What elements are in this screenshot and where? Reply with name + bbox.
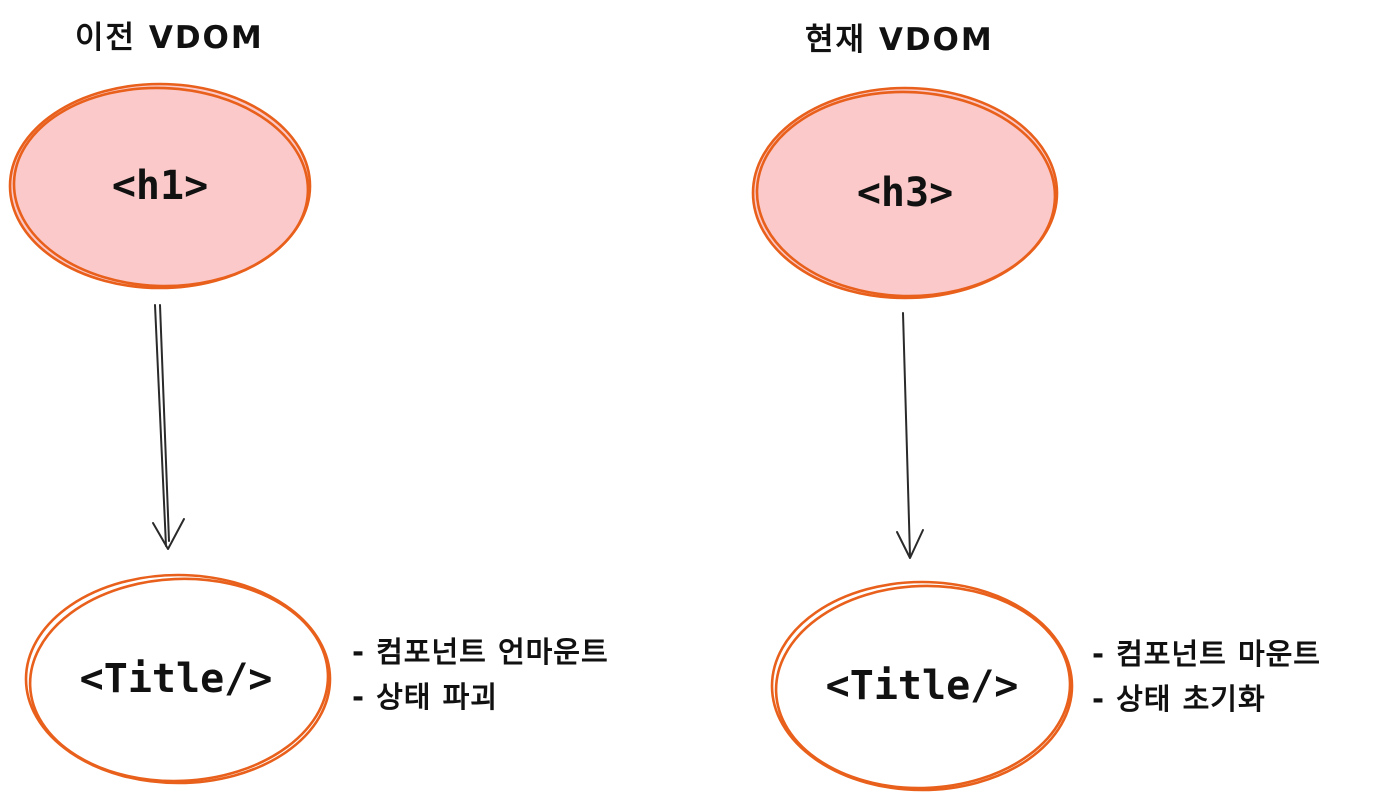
curr-top-node-ellipse: [751, 86, 1059, 300]
prev-bottom-node-label: <Title/>: [79, 656, 273, 703]
annotation-line: - 컴포넌트 언마운트: [352, 635, 609, 669]
prev-down-arrow: [152, 304, 185, 550]
annotation-line: - 상태 파괴: [352, 680, 498, 714]
annotation-line: - 컴포넌트 마운트: [1092, 637, 1321, 671]
curr-bottom-node-ellipse: [770, 580, 1074, 792]
curr-top-node-label: <h3>: [856, 170, 954, 217]
annotation-line: - 상태 초기화: [1092, 682, 1266, 716]
prev-top-node-label: <h1>: [111, 163, 209, 210]
curr-vdom-title: 현재 VDOM: [805, 22, 994, 58]
prev-node-annotations: - 컴포넌트 언마운트 - 상태 파괴: [352, 630, 609, 720]
curr-bottom-node-label: <Title/>: [825, 663, 1019, 710]
prev-bottom-node-ellipse: [24, 573, 332, 785]
curr-down-arrow: [896, 312, 924, 559]
prev-vdom-title: 이전 VDOM: [75, 20, 264, 56]
prev-top-node-ellipse: [8, 82, 312, 290]
curr-node-annotations: - 컴포넌트 마운트 - 상태 초기화: [1092, 632, 1321, 722]
